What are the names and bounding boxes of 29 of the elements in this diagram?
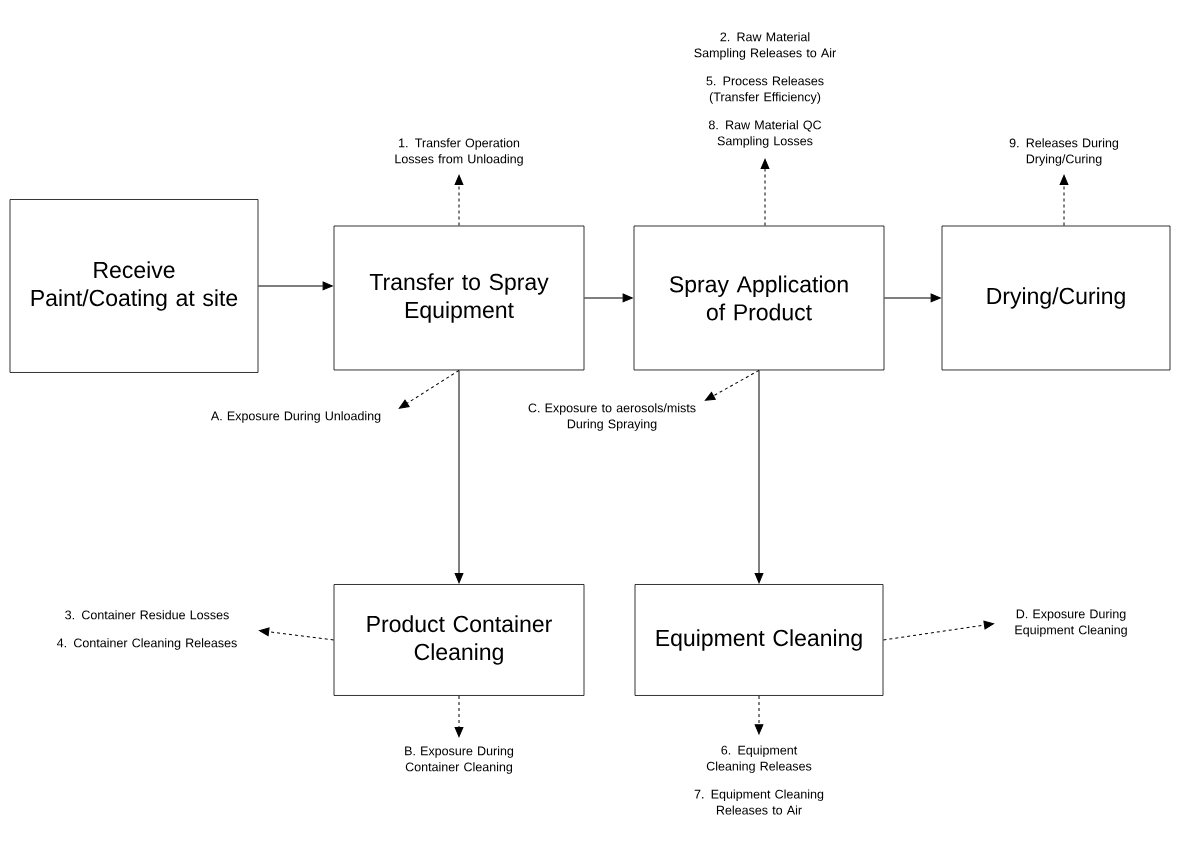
release-label: 2. Raw Material Sampling Releases to Air 5. Process Releases (Transfer Efficiency) 8. Raw Material QC Sampling Losses	[694, 32, 836, 148]
dashed-arrow	[882, 620, 995, 641]
process-box: Drying/Curing	[941, 225, 1171, 371]
process-box: Equipment Cleaning	[634, 584, 884, 696]
dashed-arrow	[754, 695, 764, 735]
release-label: 6. Equipment Cleaning Releases 7. Equipment Cleaning Releases to Air	[694, 745, 824, 815]
release-label: D. Exposure During Equipment Cleaning	[1015, 609, 1127, 637]
dashed-arrow	[1059, 174, 1069, 227]
arrow	[454, 369, 464, 584]
release-label: 3. Container Residue Losses 4. Container Cleaning Releases	[56, 610, 237, 650]
dashed-arrow	[760, 158, 770, 227]
release-label: 1. Transfer Operation Losses from Unloading	[395, 138, 523, 166]
arrow	[883, 293, 941, 303]
process-box: Product Container Cleaning	[333, 584, 585, 696]
arrow	[257, 281, 333, 291]
process-box: Receive Paint/Coating at site	[9, 199, 259, 373]
dashed-arrow	[454, 695, 464, 738]
release-label: B. Exposure During Container Cleaning	[405, 746, 514, 774]
dashed-arrow	[259, 627, 335, 641]
dashed-arrow	[398, 369, 460, 409]
arrow	[754, 369, 764, 584]
arrow	[583, 293, 633, 303]
process-box: Spray Application of Product	[633, 225, 885, 371]
process-box: Transfer to Spray Equipment	[333, 225, 585, 371]
dashed-arrow	[454, 174, 464, 227]
release-label: C. Exposure to aerosols/mists During Spraying	[528, 403, 696, 431]
release-label: 9. Releases During Drying/Curing	[1009, 138, 1119, 166]
release-label: A. Exposure During Unloading	[210, 411, 381, 423]
dashed-arrow	[704, 369, 760, 401]
